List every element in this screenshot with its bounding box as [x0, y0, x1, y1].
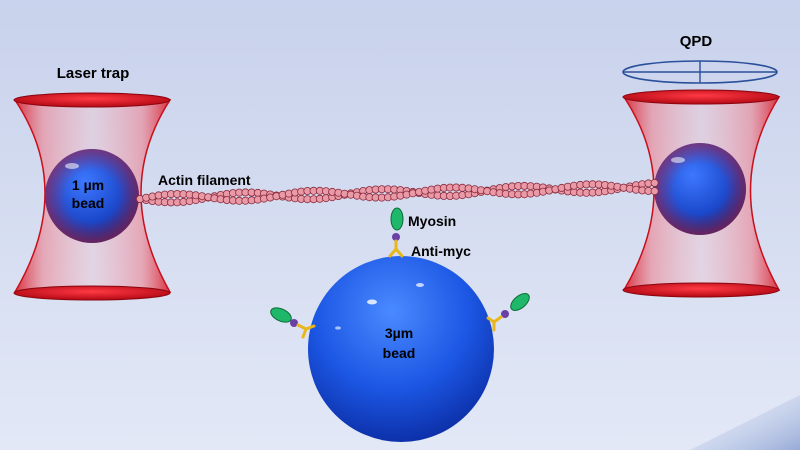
qpd-label: QPD [680, 33, 713, 50]
antibody-y-icon [388, 239, 404, 258]
myosin-label: Myosin [408, 213, 456, 229]
anti-myc-label: Anti-myc [411, 243, 471, 259]
large-bead: 3µm bead [308, 256, 494, 442]
myosin-neck [290, 319, 298, 327]
laser-trap-label: Laser trap [57, 65, 130, 82]
left-trap-bottom-cap [13, 285, 171, 301]
right-myosin-complex [486, 293, 530, 332]
top-myosin-complex [388, 207, 404, 258]
small-bead-label-line1: 1 µm [72, 177, 104, 193]
actin-subunit [650, 178, 659, 187]
actin-filament [135, 178, 659, 207]
left-myosin-complex [270, 307, 316, 339]
myosin-neck [392, 233, 400, 241]
right-laser-trap [622, 89, 781, 298]
antibody-y-icon [486, 315, 503, 332]
actin-subunit [650, 187, 659, 196]
background-corner [690, 395, 800, 450]
small-bead-label-line2: bead [72, 195, 105, 211]
myosin-head-icon [270, 307, 292, 323]
left-laser-trap: Laser trap 1 µm bead [13, 65, 172, 301]
left-trap-top-cap [13, 92, 171, 108]
large-bead-label-line1: 3µm [385, 325, 413, 341]
right-trap-top-cap [622, 89, 780, 105]
left-small-bead [45, 149, 139, 243]
qpd-detector: QPD [622, 33, 778, 84]
right-trap-bottom-cap [622, 282, 780, 298]
myosin-neck [501, 310, 509, 318]
myosin-head-icon [510, 293, 530, 311]
large-bead-label-line2: bead [383, 345, 416, 361]
actin-filament-label: Actin filament [158, 172, 251, 188]
myosin-head-icon [390, 207, 404, 231]
right-small-bead [654, 143, 746, 235]
antibody-y-icon [296, 323, 316, 339]
